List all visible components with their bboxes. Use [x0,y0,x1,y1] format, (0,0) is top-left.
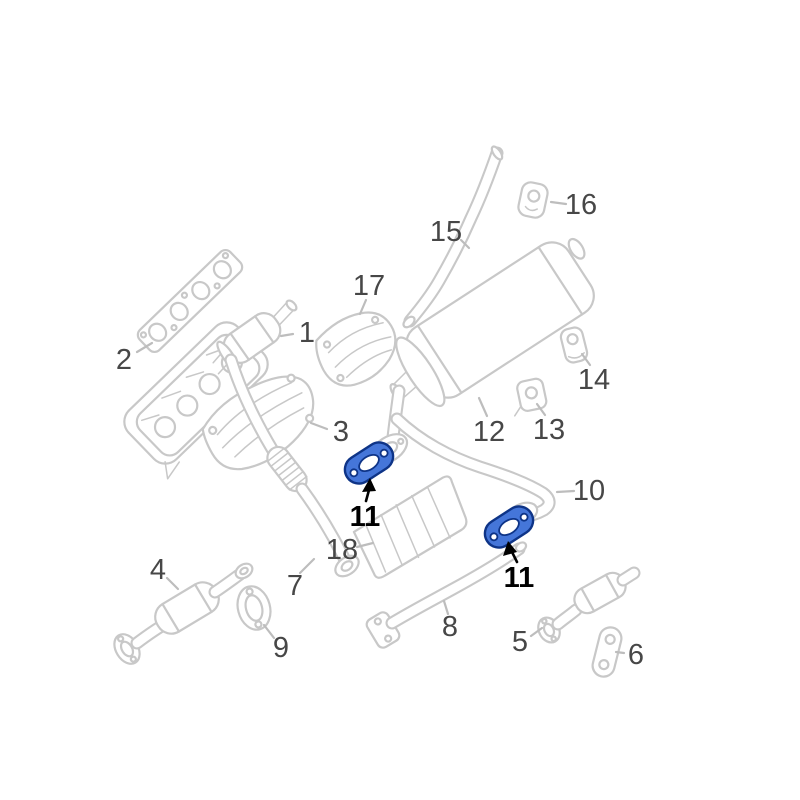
callout-1-leader [279,332,295,338]
callout-15[interactable]: 15 [430,216,471,250]
callout-4-leader [165,576,180,591]
part-8-end [514,541,528,553]
callout-7-leader [298,557,316,575]
tailpipe-end [402,315,416,329]
part-2-manifold-gasket [136,248,244,354]
callout-13[interactable]: 13 [533,402,565,446]
callout-11-front[interactable]: 11 [350,478,381,533]
callout-9-label[interactable]: 9 [273,632,289,664]
callout-11-front-arrow [364,488,371,503]
callout-16-label[interactable]: 16 [565,189,597,221]
part-4-catalytic-converter [113,562,254,665]
callout-1[interactable]: 1 [279,317,315,349]
callout-4[interactable]: 4 [150,554,180,591]
callout-11-rear-label[interactable]: 11 [504,562,535,594]
callout-14-label[interactable]: 14 [578,364,610,396]
callout-14-leader [580,352,592,367]
callout-9[interactable]: 9 [262,623,289,664]
callout-12[interactable]: 12 [473,396,505,448]
callout-11-rear-arrowhead [503,541,517,556]
callout-17-leader [358,298,368,316]
callout-5[interactable]: 5 [512,626,544,658]
callout-2[interactable]: 2 [116,341,154,376]
callout-17[interactable]: 17 [353,270,385,316]
callout-11-front-label[interactable]: 11 [350,501,381,533]
callout-10-label[interactable]: 10 [573,475,605,507]
callout-10-leader [555,489,576,494]
callout-9-leader [262,623,276,640]
callout-15-label[interactable]: 15 [430,216,462,248]
gasket-bore [498,518,520,536]
part-12-muffler [389,237,595,408]
part-18-heat-shield [352,475,468,579]
callout-3-leader [309,421,329,431]
callout-3[interactable]: 3 [309,416,349,448]
gasket-bolt-hole [349,468,359,478]
callout-5-label[interactable]: 5 [512,626,528,658]
callout-11-front-arrowhead [362,478,376,492]
callout-15-leader [459,238,471,250]
part-9-gasket [236,585,272,631]
callout-17-label[interactable]: 17 [353,270,385,302]
part-5-flange [537,616,561,644]
part-5-rear-pipe [537,566,641,644]
front-pipe-flange [334,554,360,578]
part-14-bracket [559,326,589,364]
callout-1-label[interactable]: 1 [299,317,315,349]
callout-12-leader [477,396,489,418]
callout-18-leader [355,541,375,549]
callout-11-rear[interactable]: 11 [503,541,534,594]
callout-8-leader [442,599,450,616]
callout-13-leader [535,402,547,417]
callout-5-leader [529,626,544,638]
callout-3-label[interactable]: 3 [333,416,349,448]
callout-11-rear-arrow [510,550,519,564]
part-13-bracket [514,377,548,417]
part-11-gasket-front[interactable] [340,437,399,489]
gasket-bolt-hole [379,448,389,458]
callout-16[interactable]: 16 [549,189,597,221]
callout-6-leader [614,650,626,655]
callout-6[interactable]: 6 [614,639,644,671]
callout-13-label[interactable]: 13 [533,414,565,446]
gasket-bolt-hole [519,512,529,522]
part-11-gasket-rear[interactable] [480,501,539,553]
callout-2-leader [135,341,154,354]
callout-12-label[interactable]: 12 [473,416,505,448]
callout-10[interactable]: 10 [555,475,605,507]
callout-8-label[interactable]: 8 [442,611,458,643]
gasket-bolt-hole [489,532,499,542]
callout-6-label[interactable]: 6 [628,639,644,671]
tailpipe-tip [490,145,504,161]
part-4-flange [113,633,141,665]
part-7-front-pipe [224,353,360,578]
part-8-center-pipe [365,541,528,649]
callout-7-label[interactable]: 7 [287,570,303,602]
part-16-hanger-insulator [517,181,549,219]
part-17-heat-shield [315,311,397,387]
part-15-tailpipe [402,145,504,329]
gasket-bore [358,454,380,472]
part-4-end-flange [234,562,254,580]
callout-18[interactable]: 18 [326,534,375,566]
callout-14[interactable]: 14 [578,352,610,396]
callout-7[interactable]: 7 [287,557,316,602]
part-10-connector-pipe [386,384,556,524]
callout-16-leader [549,200,568,206]
callout-18-label[interactable]: 18 [326,534,358,566]
callout-4-label[interactable]: 4 [150,554,166,586]
callout-2-label[interactable]: 2 [116,344,132,376]
part-5-body [573,571,627,615]
part-6-bracket [591,626,623,678]
callout-8[interactable]: 8 [442,599,458,643]
